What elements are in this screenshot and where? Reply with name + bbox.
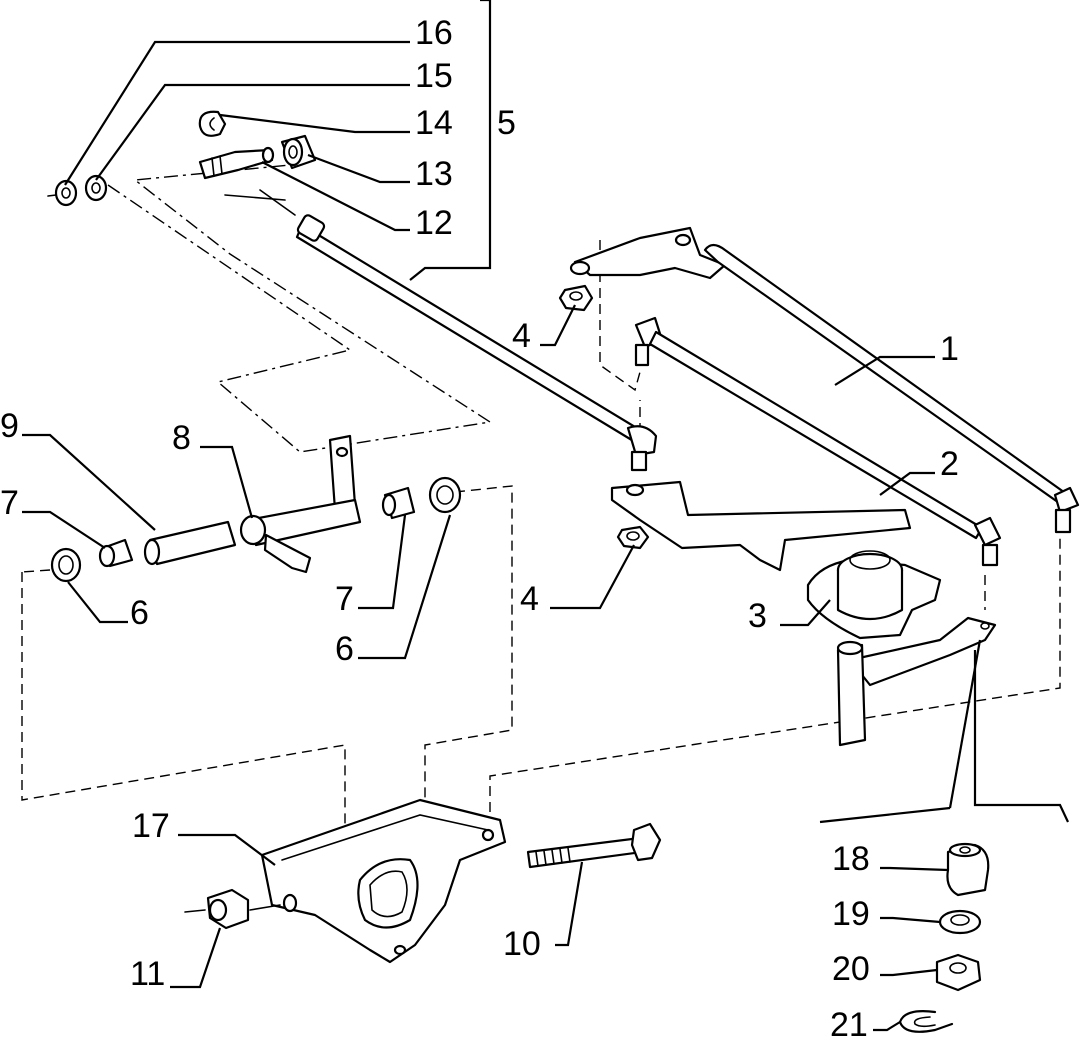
small-parts-18-21 bbox=[819, 639, 1069, 1033]
pin-12 bbox=[198, 146, 275, 180]
callout-20: 20 bbox=[832, 950, 870, 988]
tube-9 bbox=[143, 520, 237, 566]
rod-2 bbox=[634, 316, 1002, 567]
callout-7-right: 7 bbox=[335, 580, 354, 618]
callout-2: 2 bbox=[940, 445, 959, 483]
bushes-6-7 bbox=[50, 476, 462, 583]
lower-bracket bbox=[610, 480, 912, 572]
callout-labels: 16 15 14 5 13 12 1 4 2 9 8 7 4 3 7 6 6 1… bbox=[0, 14, 959, 1040]
callout-6-right: 6 bbox=[335, 630, 354, 668]
callout-13: 13 bbox=[415, 155, 453, 193]
callout-9: 9 bbox=[0, 407, 19, 445]
lever-3 bbox=[806, 550, 997, 747]
callout-5: 5 bbox=[497, 104, 516, 142]
callout-21: 21 bbox=[830, 1006, 868, 1040]
callout-15: 15 bbox=[415, 57, 453, 95]
callout-19: 19 bbox=[832, 895, 870, 933]
callout-7-left: 7 bbox=[0, 484, 19, 522]
callout-6-left: 6 bbox=[130, 594, 149, 632]
callout-12: 12 bbox=[415, 204, 453, 242]
assembly-dashed-lines bbox=[21, 164, 1061, 905]
callout-4-upper: 4 bbox=[512, 317, 531, 355]
clip-14 bbox=[198, 110, 227, 137]
nut-11 bbox=[206, 888, 250, 930]
bracket-and-rod-1 bbox=[569, 226, 1080, 534]
callout-14: 14 bbox=[415, 104, 453, 142]
callout-10: 10 bbox=[503, 925, 541, 963]
callout-11: 11 bbox=[130, 955, 165, 993]
callout-17: 17 bbox=[132, 807, 170, 845]
callout-3: 3 bbox=[748, 597, 767, 635]
bolt-10 bbox=[526, 822, 662, 869]
callout-4-lower: 4 bbox=[520, 580, 539, 618]
bush-13 bbox=[280, 134, 317, 170]
lever-8 bbox=[239, 434, 362, 574]
callout-16: 16 bbox=[415, 14, 453, 52]
nut-4-upper bbox=[558, 284, 594, 312]
callout-8: 8 bbox=[172, 419, 191, 457]
washers-15-16 bbox=[47, 174, 108, 207]
bracket-17 bbox=[184, 798, 507, 964]
callout-1: 1 bbox=[940, 330, 959, 368]
rod-5-assembly bbox=[224, 189, 658, 472]
leader-lines bbox=[22, 0, 949, 1032]
nut-4-lower bbox=[616, 525, 650, 550]
callout-18: 18 bbox=[832, 840, 870, 878]
